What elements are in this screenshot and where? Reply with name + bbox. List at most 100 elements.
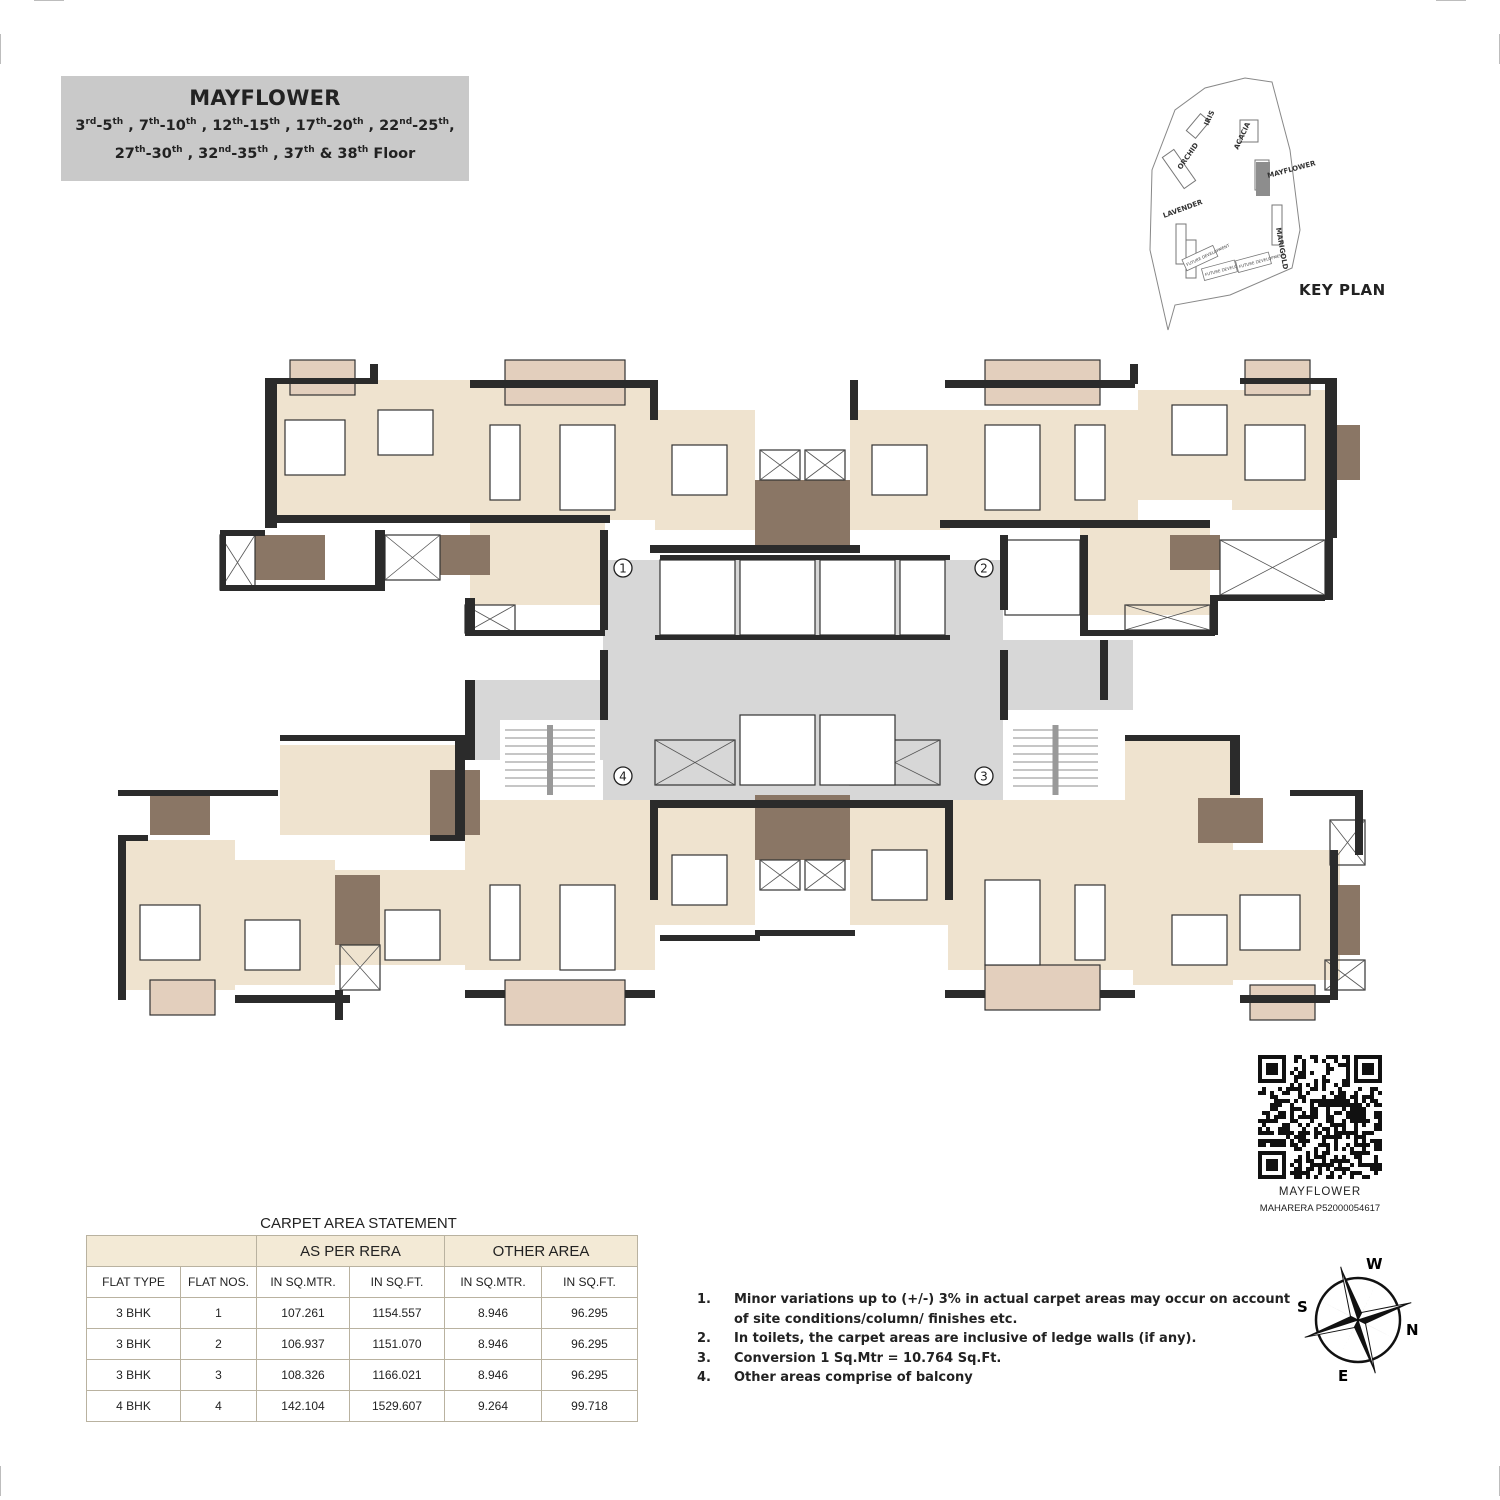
wall xyxy=(1240,378,1330,384)
qr-module xyxy=(1330,1175,1334,1179)
qr-module xyxy=(1342,1107,1346,1111)
qr-module xyxy=(1314,1111,1318,1115)
qr-caption: MAYFLOWER xyxy=(1278,1186,1362,1198)
floor-suffix: th xyxy=(112,117,124,127)
tower-footprint xyxy=(1239,119,1259,143)
dining-outline xyxy=(1074,424,1106,501)
floor-suffix: th xyxy=(315,117,327,127)
floor-separator: , xyxy=(449,117,455,134)
qr-module xyxy=(1354,1107,1358,1111)
qr-module xyxy=(1290,1115,1294,1119)
floor-number: 10 xyxy=(165,117,186,134)
qr-module xyxy=(1346,1067,1350,1071)
qr-module xyxy=(1358,1087,1362,1091)
qr-module xyxy=(1350,1107,1354,1111)
crop-mark xyxy=(1436,0,1466,1)
qr-module xyxy=(1326,1099,1330,1103)
qr-module xyxy=(1350,1115,1354,1119)
qr-module xyxy=(1378,1163,1382,1167)
qr-module xyxy=(1314,1083,1318,1087)
floor-number: 35 xyxy=(237,145,258,162)
table-cell: 2 xyxy=(180,1328,257,1360)
qr-module xyxy=(1258,1131,1262,1135)
qr-module xyxy=(1342,1159,1346,1163)
dining-outline xyxy=(489,424,521,501)
qr-module xyxy=(1338,1167,1342,1171)
qr-module xyxy=(1350,1163,1354,1167)
floor-number: 22 xyxy=(379,117,400,134)
qr-module xyxy=(1370,1131,1374,1135)
qr-module xyxy=(1338,1087,1342,1091)
qr-finder-core xyxy=(1362,1063,1374,1075)
floor-separator: - xyxy=(231,145,238,162)
qr-module xyxy=(1310,1055,1314,1059)
qr-module xyxy=(1374,1159,1378,1163)
flat-number-label: 4 xyxy=(619,770,627,784)
qr-finder-core xyxy=(1266,1159,1278,1171)
wall xyxy=(465,630,605,636)
note-text: In toilets, the carpet areas are inclusi… xyxy=(734,1331,1197,1346)
qr-module xyxy=(1366,1095,1370,1099)
qr-module xyxy=(1334,1059,1338,1063)
room-area xyxy=(948,800,1138,970)
floor-separator: - xyxy=(326,117,333,134)
qr-module xyxy=(1346,1075,1350,1079)
qr-module xyxy=(1342,1083,1346,1087)
bed-outline xyxy=(384,909,441,961)
qr-module xyxy=(1342,1167,1346,1171)
wall xyxy=(650,380,658,420)
flat-number-label: 3 xyxy=(980,770,988,784)
qr-module xyxy=(1330,1159,1334,1163)
crop-mark xyxy=(34,0,64,1)
qr-module xyxy=(1310,1115,1314,1119)
qr-module xyxy=(1282,1099,1286,1103)
qr-module xyxy=(1326,1143,1330,1147)
qr-module xyxy=(1334,1131,1338,1135)
balcony xyxy=(150,980,215,1015)
floor-suffix: th xyxy=(134,144,146,155)
tower-footprint xyxy=(1271,204,1283,246)
qr-module xyxy=(1302,1063,1306,1067)
qr-module xyxy=(1290,1119,1294,1123)
qr-module xyxy=(1350,1171,1354,1175)
qr-module xyxy=(1354,1111,1358,1115)
floor-suffix: th xyxy=(148,117,160,127)
column-header: FLAT NOS. xyxy=(180,1266,257,1298)
wall xyxy=(118,835,126,1000)
wall xyxy=(265,378,375,384)
qr-module xyxy=(1306,1175,1310,1179)
qr-module xyxy=(1350,1151,1354,1155)
qr-module xyxy=(1322,1163,1326,1167)
carpet-table-title: CARPET AREA STATEMENT xyxy=(260,1215,457,1232)
column-header: IN SQ.MTR. xyxy=(256,1266,350,1298)
qr-module xyxy=(1278,1115,1282,1119)
qr-module xyxy=(1322,1151,1326,1155)
qr-module xyxy=(1342,1127,1346,1131)
qr-module xyxy=(1278,1087,1282,1091)
qr-module xyxy=(1326,1063,1330,1067)
qr-module xyxy=(1294,1147,1298,1151)
shaft-cross xyxy=(654,739,736,786)
wall xyxy=(625,990,655,998)
qr-module xyxy=(1338,1131,1342,1135)
dining-table xyxy=(490,885,520,960)
qr-module xyxy=(1342,1147,1346,1151)
qr-module xyxy=(1274,1115,1278,1119)
qr-module xyxy=(1374,1099,1378,1103)
qr-module xyxy=(1330,1103,1334,1107)
dining-table xyxy=(1075,425,1105,500)
table-cell: 107.261 xyxy=(256,1297,350,1329)
qr-module xyxy=(1346,1115,1350,1119)
qr-module xyxy=(1294,1159,1298,1163)
qr-module xyxy=(1318,1171,1322,1175)
wall xyxy=(650,800,950,808)
shaft xyxy=(804,859,846,891)
qr-module xyxy=(1374,1087,1378,1091)
qr-module xyxy=(1362,1163,1366,1167)
toilet xyxy=(440,535,490,575)
qr-module xyxy=(1322,1059,1326,1063)
qr-module xyxy=(1298,1087,1302,1091)
qr-module xyxy=(1298,1159,1302,1163)
qr-module xyxy=(1318,1155,1322,1159)
qr-module xyxy=(1286,1131,1290,1135)
